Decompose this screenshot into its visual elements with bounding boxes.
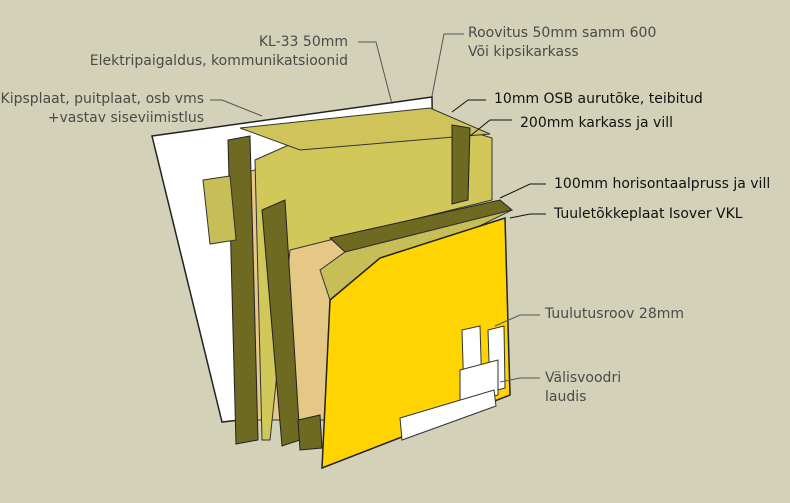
label-kl33-line2: Elektripaigaldus, kommunikatsioonid — [89, 53, 348, 69]
label-interior-line1: Kipsplaat, puitplaat, osb vms — [0, 91, 204, 107]
label-roovitus-line2: Või kipsikarkass — [468, 44, 579, 60]
label-roovitus-line1: Roovitus 50mm samm 600 — [468, 25, 657, 41]
label-interior-line2: +vastav siseviimistlus — [47, 110, 204, 126]
insulation-top — [239, 107, 491, 151]
label-kl33-line1: KL-33 50mm — [258, 34, 348, 50]
label-karkass: 200mm karkass ja vill — [520, 115, 673, 131]
label-roovitus: Roovitus 50mm samm 600 Või kipsikarkass — [468, 24, 656, 62]
batten-front — [202, 175, 237, 245]
stud-200mm — [451, 124, 471, 205]
label-ventilation-batten: Tuulutusroov 28mm — [545, 306, 684, 322]
beam-bottom — [297, 414, 323, 451]
label-osb: 10mm OSB aurutõke, teibitud — [494, 91, 703, 107]
label-wind-barrier: Tuuletõkkeplaat Isover VKL — [554, 206, 743, 222]
label-kl33: KL-33 50mm Elektripaigaldus, kommunikats… — [90, 33, 348, 71]
label-cladding: Välisvoodri laudis — [545, 369, 621, 407]
label-cladding-line2: laudis — [545, 389, 587, 405]
label-horizontal: 100mm horisontaalpruss ja vill — [554, 176, 771, 192]
label-interior-board: Kipsplaat, puitplaat, osb vms +vastav si… — [1, 90, 204, 128]
label-cladding-line1: Välisvoodri — [545, 370, 622, 386]
cladding-board — [399, 389, 497, 441]
batten-left — [227, 135, 259, 445]
leader-lines — [210, 33, 546, 383]
